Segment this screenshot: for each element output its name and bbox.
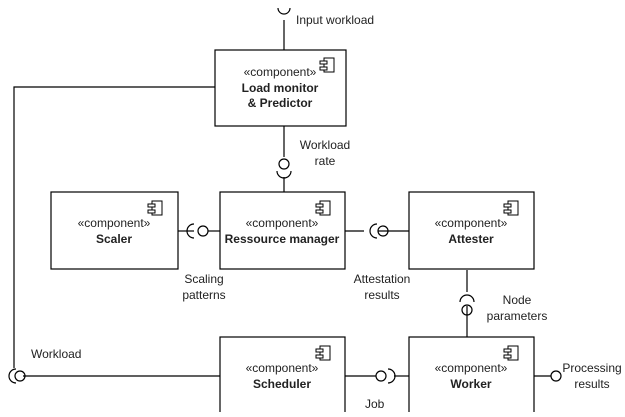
component-icon	[315, 345, 331, 361]
component-icon	[319, 57, 335, 73]
interface-symbols	[8, 7, 562, 384]
job-ball	[375, 370, 387, 382]
stereotype-label: «component»	[435, 361, 508, 375]
input-workload-label: Input workload	[296, 13, 374, 27]
job-socket	[387, 368, 396, 384]
interface-labels: Input workload Workload rate Scaling pat…	[31, 13, 622, 411]
connectors	[13, 20, 551, 377]
processing-results-label-line2: results	[574, 377, 609, 391]
component-load-monitor[interactable]: «component» Load monitor & Predictor	[214, 49, 347, 127]
component-name: Ressource manager	[225, 232, 340, 246]
workload-socket	[8, 368, 17, 384]
component-name-line1: Load monitor	[242, 81, 319, 95]
component-name: Scheduler	[253, 377, 311, 391]
workload-rate-ball	[278, 158, 290, 170]
workload-rate-label-line1: Workload	[300, 138, 350, 152]
component-name: Worker	[450, 377, 491, 391]
component-worker[interactable]: «component» Worker	[408, 336, 535, 417]
attestation-results-socket	[369, 223, 378, 239]
component-resource-manager[interactable]: «component» Ressource manager	[219, 191, 346, 270]
job-label: Job	[365, 397, 385, 411]
stereotype-label: «component»	[435, 216, 508, 230]
component-scheduler[interactable]: «component» Scheduler	[219, 336, 346, 417]
component-name-line2: & Predictor	[248, 96, 313, 110]
component-icon	[147, 200, 163, 216]
attestation-results-label-line2: results	[364, 288, 399, 302]
component-icon	[315, 200, 331, 216]
component-name: Scaler	[96, 232, 132, 246]
input-workload-socket	[277, 7, 291, 15]
node-parameters-socket	[459, 294, 475, 303]
component-name: Attester	[448, 232, 494, 246]
scaling-patterns-ball	[197, 225, 209, 237]
workload-feedback-line	[13, 86, 215, 368]
scaling-patterns-label-line2: patterns	[182, 288, 225, 302]
processing-results-label-line1: Processing	[562, 361, 621, 375]
stereotype-label: «component»	[78, 216, 151, 230]
stereotype-label: «component»	[244, 65, 317, 79]
workload-ball	[14, 370, 26, 382]
component-attester[interactable]: «component» Attester	[408, 191, 535, 270]
node-parameters-ball	[461, 304, 473, 316]
scaling-patterns-socket	[186, 223, 195, 239]
workload-rate-label-line2: rate	[315, 154, 336, 168]
scaling-patterns-label-line1: Scaling	[184, 272, 223, 286]
stereotype-label: «component»	[246, 216, 319, 230]
processing-results-ball	[550, 370, 562, 382]
node-parameters-label-line1: Node	[503, 293, 532, 307]
workload-label: Workload	[31, 347, 81, 361]
attestation-results-ball	[377, 225, 389, 237]
workload-rate-socket	[276, 170, 292, 179]
stereotype-label: «component»	[246, 361, 319, 375]
component-icon	[503, 345, 519, 361]
component-scaler[interactable]: «component» Scaler	[50, 191, 179, 270]
node-parameters-label-line2: parameters	[487, 309, 548, 323]
attestation-results-label-line1: Attestation	[354, 272, 411, 286]
component-icon	[503, 200, 519, 216]
